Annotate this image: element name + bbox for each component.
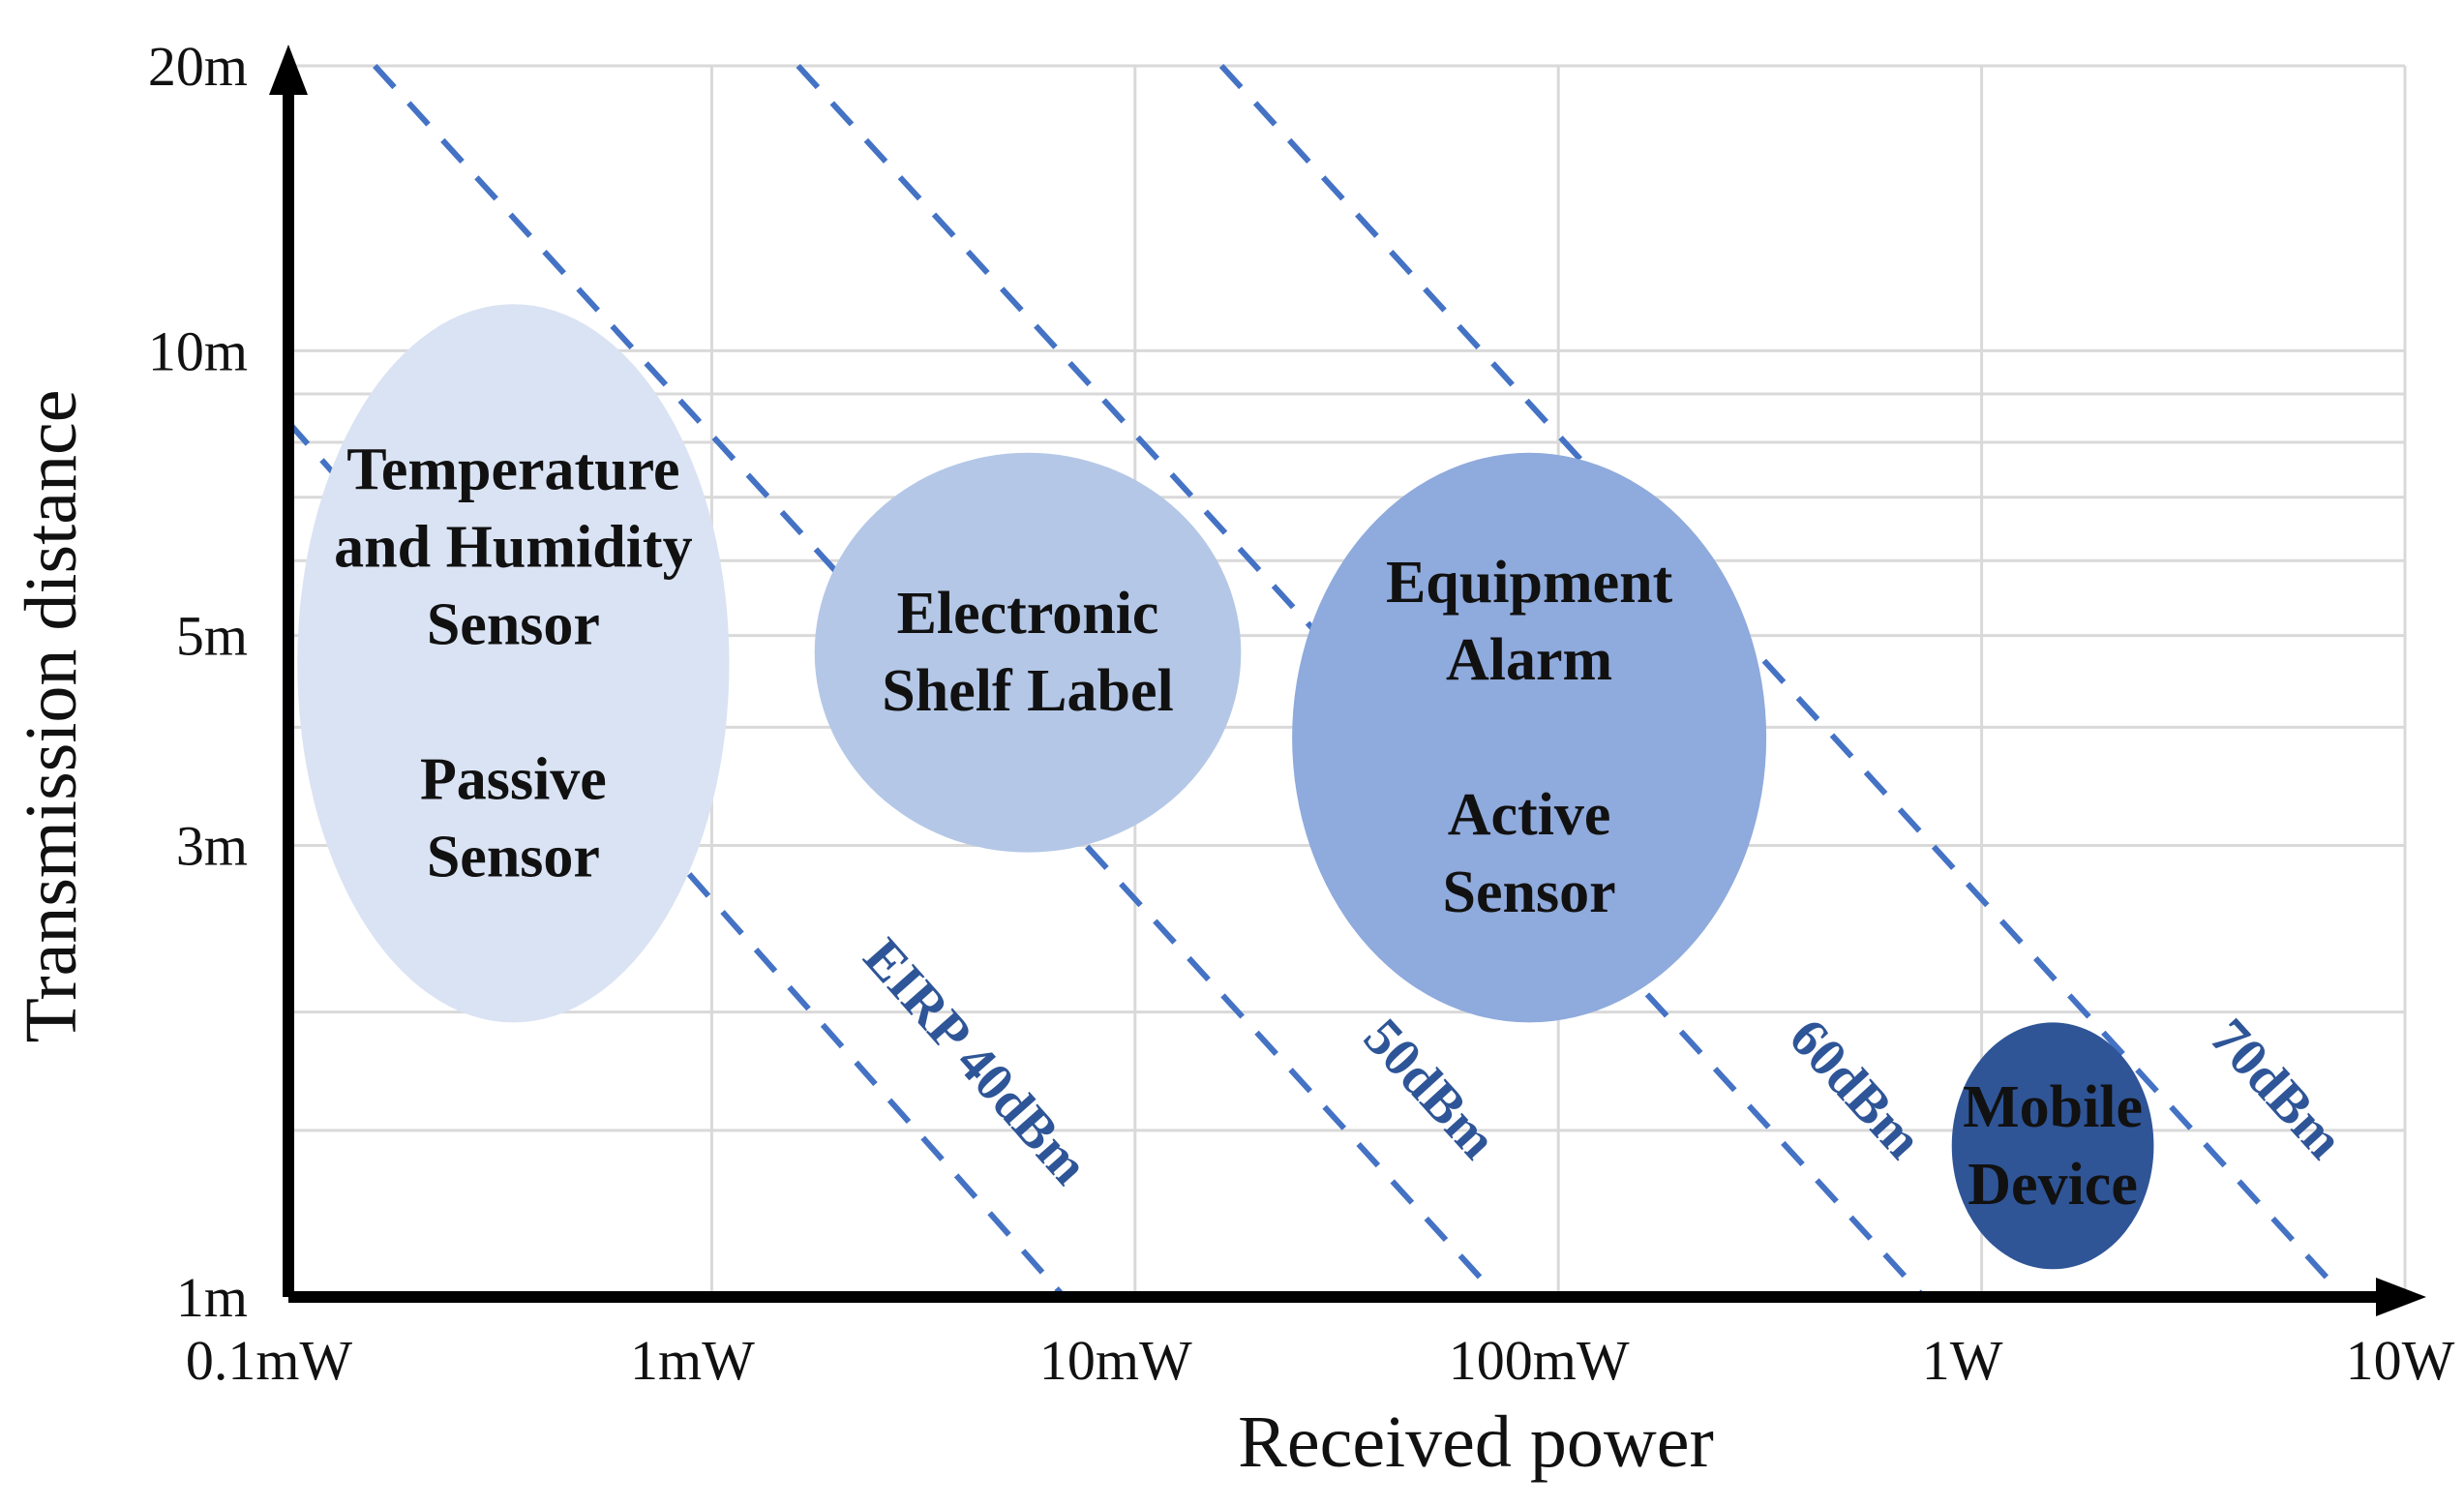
eirp-line-3 [1218,63,2347,1297]
bubble-label-3-1: Device [1968,1152,2138,1218]
tick-labels: 0.1mW 1mW 10mW 100mW 1W 10W 1m 3m 5m 10m 20m [148,35,2455,1392]
x-axis-arrow [2376,1278,2426,1316]
bubble-label-3-0: Mobile [1963,1074,2143,1140]
x-tick-label-5: 10W [2346,1329,2455,1392]
y-tick-label-1: 3m [176,815,248,878]
bubble-label-0-1: and Humidity [334,514,692,580]
bubble-1 [814,452,1242,853]
bubble-label-1-1: Shelf Label [882,658,1173,724]
x-tick-label-0: 0.1mW [186,1329,353,1392]
bubble-label-2-3: Active [1448,782,1611,848]
bubble-label-0-4: Passive [420,746,607,812]
bubble-label-2-1: Alarm [1446,627,1612,693]
y-tick-label-2: 5m [176,605,248,668]
bubble-0 [297,304,730,1023]
bubble-label-2-4: Sensor [1443,859,1616,925]
bubble-label-1-0: Electronic [897,581,1159,647]
y-tick-label-4: 20m [148,35,248,98]
bubble-label-2-0: Equipment [1386,550,1673,616]
eirp-line-label-3: 70dBm [2199,1008,2355,1170]
bubble-label-0-0: Temperature [346,437,679,502]
y-tick-label-0: 1m [176,1266,248,1329]
x-tick-label-1: 1mW [630,1329,755,1392]
y-axis-label: Transmission distance [11,390,92,1043]
eirp-line-label-1: 50dBm [1352,1008,1508,1170]
eirp-line-label-0: EIRP 40dBm [852,927,1099,1195]
x-tick-label-2: 10mW [1039,1329,1192,1392]
bubble-label-0-5: Sensor [427,824,600,889]
x-axis-label: Received power [1238,1402,1714,1483]
eirp-line-label-2: 60dBm [1778,1008,1934,1170]
x-tick-label-4: 1W [1922,1329,2003,1392]
x-tick-label-3: 100mW [1449,1329,1630,1392]
y-tick-label-3: 10m [148,319,248,382]
axes [269,45,2426,1316]
eirp-line-0 [290,420,1067,1297]
y-axis-arrow [269,45,308,95]
bubble-2 [1292,452,1767,1023]
bubble-3 [1951,1022,2154,1270]
bubble-label-0-2: Sensor [427,591,600,657]
